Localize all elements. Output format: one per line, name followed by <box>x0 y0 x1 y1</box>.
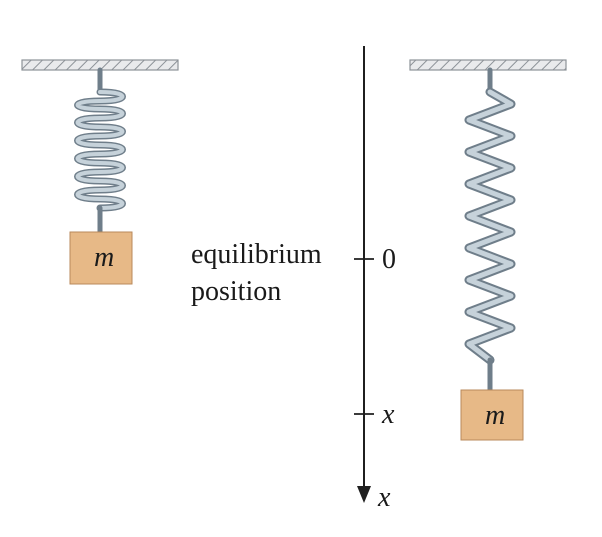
axis-zero-label: 0 <box>382 244 396 275</box>
left-spring <box>74 67 126 235</box>
equilibrium-label-line-2: position <box>191 276 282 307</box>
equilibrium-label-line-1: equilibrium <box>191 239 322 270</box>
right-mass <box>460 389 524 441</box>
axis-x-tick-label: x <box>382 399 395 430</box>
axis-end-label: x <box>378 482 391 513</box>
right-spring <box>464 67 516 393</box>
left-mass <box>69 231 133 285</box>
left-mass-label: m <box>94 242 115 273</box>
x-axis <box>354 46 374 503</box>
right-mass-label: m <box>485 400 506 431</box>
